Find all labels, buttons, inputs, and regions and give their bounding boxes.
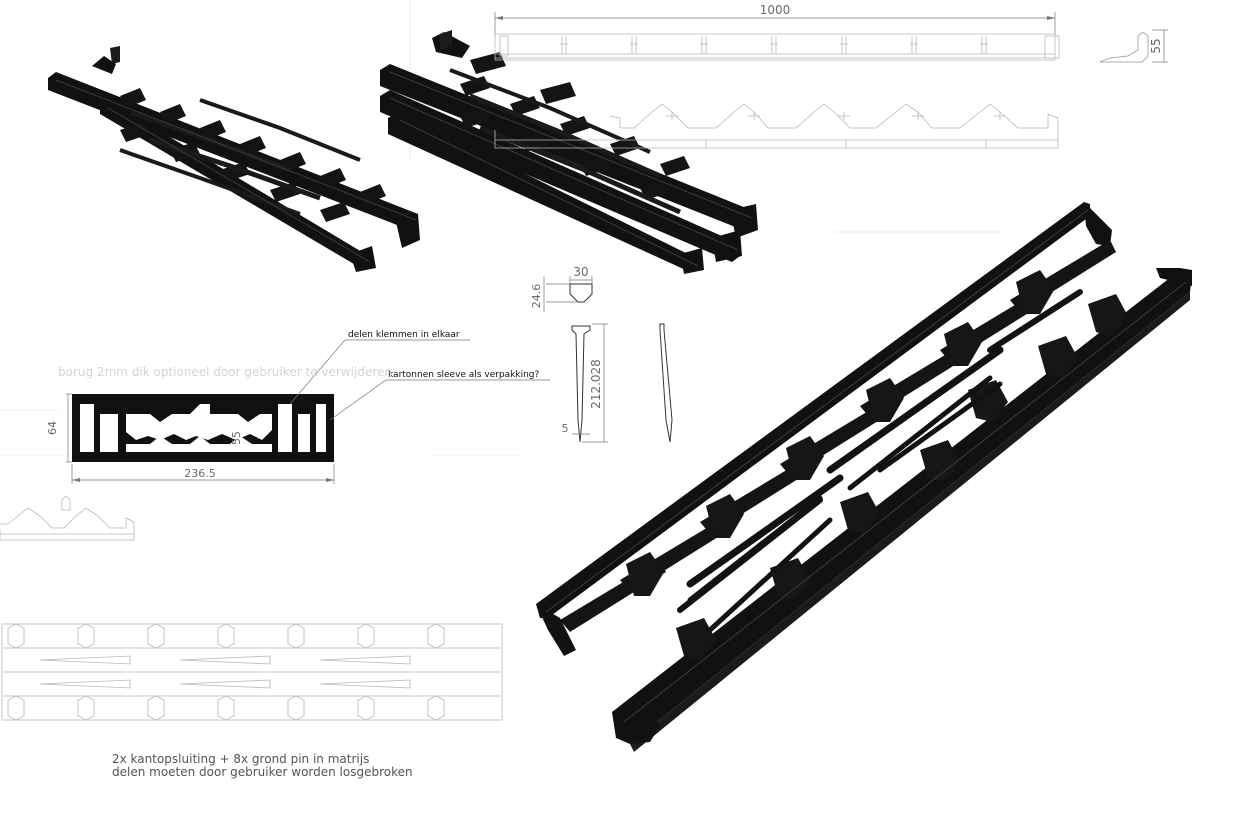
dimension-pin-head-height-label: 24.6 [530,284,543,309]
pin-head-detail: 30 24.6 [530,265,593,312]
matrix-clip-shape [7,695,25,721]
matrix-clip-shape [77,623,95,649]
dimension-section-width-label: 236.5 [184,467,216,480]
dimension-section-height-label: 64 [46,421,59,435]
matrix-clip-shape [357,623,375,649]
dimension-pin-length-label: 212.028 [589,359,603,409]
dimension-section-inner-label: 55 [230,431,243,445]
matrix-clip-shape [427,623,445,649]
matrix-clip-shape [357,695,375,721]
dimension-pin-head-width-label: 30 [573,265,588,279]
caption-line-1: 2x kantopsluiting + 8x grond pin in matr… [112,752,369,766]
matrix-layout-drawing: 2x kantopsluiting + 8x grond pin in matr… [1,623,503,779]
dimension-pin-tip-label: 5 [562,422,569,435]
product-render-top-left [48,46,420,272]
caption-line-2: delen moeten door gebruiker worden losge… [112,765,413,779]
note-sleeve: kartonnen sleeve als verpakking? [388,370,540,380]
faint-note: borug 2mm dik optioneel door gebruiker t… [58,365,392,379]
matrix-clip-shape [287,695,305,721]
matrix-clip-shape [287,623,305,649]
side-elevation-drawing: 1000 [494,3,1060,61]
cross-section-drawing: 55 64 236.5 delen klemmen in elkaar kart… [46,330,550,484]
matrix-clip-shape [427,695,445,721]
matrix-clip-shape [217,695,235,721]
product-render-main [536,202,1192,752]
top-plan-drawing [494,103,1059,149]
matrix-clip-shape [7,623,25,649]
matrix-clip-shape [217,623,235,649]
dimension-length-label: 1000 [760,3,791,17]
note-clamp: delen klemmen in elkaar [348,330,460,340]
end-profile-drawing: 55 [1099,29,1168,63]
ground-pin-drawing: 212.028 5 [562,323,673,443]
matrix-clip-shape [77,695,95,721]
matrix-clip-shape [147,695,165,721]
product-render-top-middle [380,30,758,274]
clip-outline-drawing [0,495,135,541]
dimension-end-height-label: 55 [1149,38,1163,53]
matrix-clip-shape [147,623,165,649]
